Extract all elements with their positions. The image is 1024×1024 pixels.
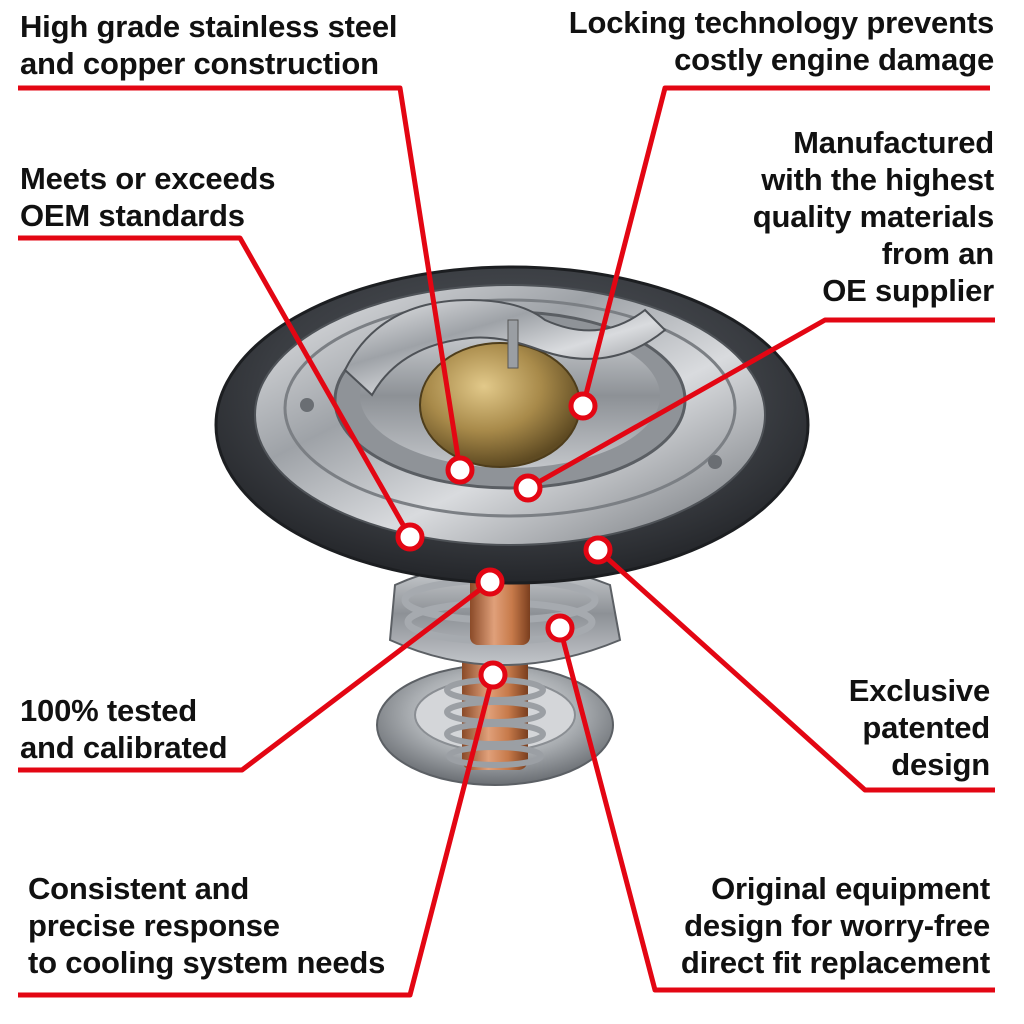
callout-markers	[395, 391, 613, 690]
leader-line-oem-standards	[18, 235, 413, 539]
callout-leaders	[18, 85, 995, 998]
leader-line-original	[557, 627, 995, 993]
leader-line-locking	[580, 85, 990, 407]
callout-marker-locking	[568, 391, 598, 421]
callout-marker-consistent	[478, 660, 508, 690]
leader-line-manufactured	[526, 317, 995, 491]
leader-line-tested	[18, 580, 492, 773]
leader-line-consistent	[18, 674, 496, 998]
leader-line-steel-copper	[18, 85, 463, 471]
callout-marker-tested	[475, 567, 505, 597]
leader-line-exclusive	[596, 548, 995, 793]
callout-marker-original	[545, 613, 575, 643]
callout-marker-oem-standards	[395, 522, 425, 552]
callout-marker-steel-copper	[445, 455, 475, 485]
callout-marker-exclusive	[583, 535, 613, 565]
callout-marker-manufactured	[513, 473, 543, 503]
thermostat-icon	[214, 265, 810, 786]
